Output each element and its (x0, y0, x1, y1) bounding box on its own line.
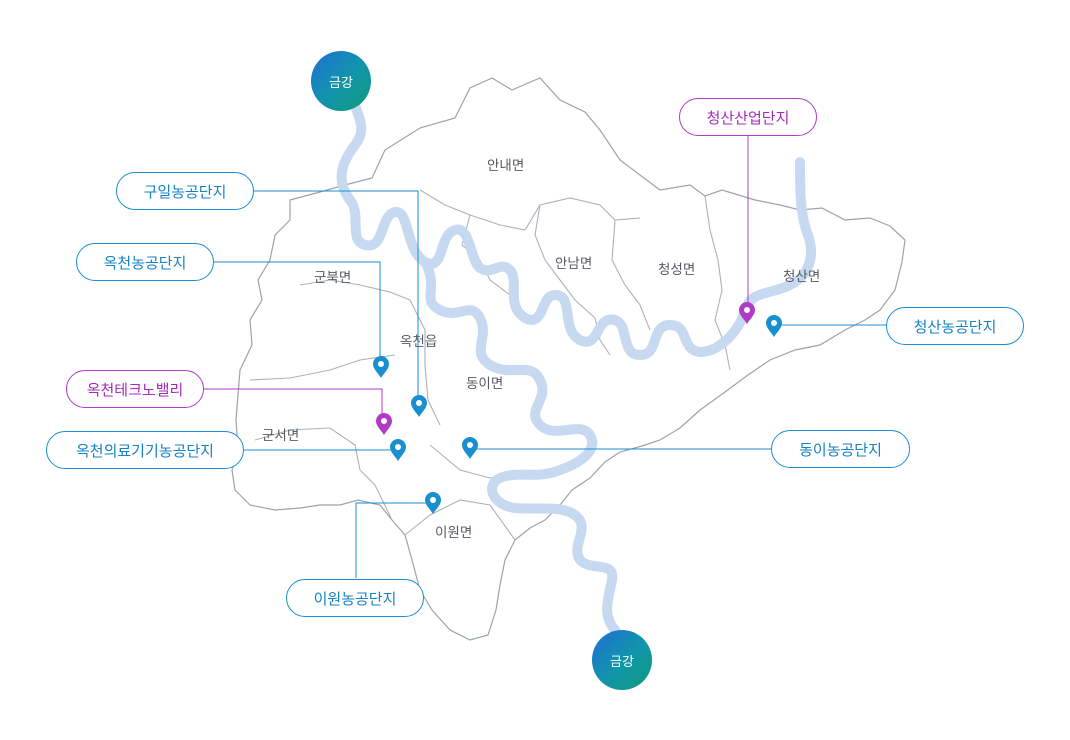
district-annam: 안남면 (555, 256, 592, 272)
district-cheongseong: 청성면 (658, 262, 695, 278)
label-okcheon-medical-text: 옥천의료기기농공단지 (75, 441, 214, 460)
district-annae: 안내면 (487, 158, 524, 174)
pin-guil[interactable] (411, 395, 427, 417)
label-cheongsan-industrial-text: 청산산업단지 (706, 108, 790, 127)
label-okcheon-ag-text: 옥천농공단지 (103, 253, 187, 272)
river-badge-bottom: 금강 (592, 630, 652, 690)
pin-cheongsan-industrial[interactable] (739, 302, 755, 324)
pin-dongi[interactable] (462, 437, 478, 459)
label-iwon-text: 이원농공단지 (313, 589, 397, 608)
pin-okcheon-ag[interactable] (373, 342, 389, 378)
pin-okcheon-techno[interactable] (376, 413, 392, 435)
label-guil[interactable]: 구일농공단지 (116, 172, 254, 210)
district-dongi: 동이면 (466, 376, 503, 392)
district-gunbuk: 군북면 (314, 270, 351, 286)
river-name-bottom: 금강 (610, 654, 634, 670)
label-cheongsan-ag[interactable]: 청산농공단지 (886, 307, 1024, 345)
leader-iwon (355, 502, 428, 578)
label-okcheon-techno[interactable]: 옥천테크노밸리 (66, 370, 204, 408)
label-iwon[interactable]: 이원농공단지 (286, 579, 424, 617)
label-cheongsan-ag-text: 청산농공단지 (913, 317, 997, 336)
leader-guil (253, 190, 419, 402)
pin-okcheon-medical[interactable] (390, 439, 406, 461)
pin-iwon[interactable] (425, 492, 441, 514)
label-okcheon-medical[interactable]: 옥천의료기기농공단지 (46, 431, 244, 469)
district-okcheon: 옥천읍 (400, 334, 437, 350)
district-iwon: 이원면 (435, 525, 472, 541)
pin-cheongsan-ag[interactable] (766, 315, 782, 337)
label-okcheon-techno-text: 옥천테크노밸리 (86, 380, 184, 399)
label-dongi-text: 동이농공단지 (799, 440, 882, 459)
label-cheongsan-industrial[interactable]: 청산산업단지 (679, 98, 817, 136)
river-name-top: 금강 (329, 75, 353, 91)
leader-okcheon-ag (214, 261, 381, 362)
label-guil-text: 구일농공단지 (143, 182, 227, 201)
label-dongi[interactable]: 동이농공단지 (771, 430, 910, 468)
river-badge-top: 금강 (311, 51, 371, 111)
geum-river-south (420, 257, 620, 635)
district-cheongsan: 청산면 (783, 269, 820, 285)
label-okcheon-ag[interactable]: 옥천농공단지 (76, 243, 214, 281)
leader-okcheon-techno (204, 388, 383, 418)
district-gunseo: 군서면 (262, 428, 299, 444)
